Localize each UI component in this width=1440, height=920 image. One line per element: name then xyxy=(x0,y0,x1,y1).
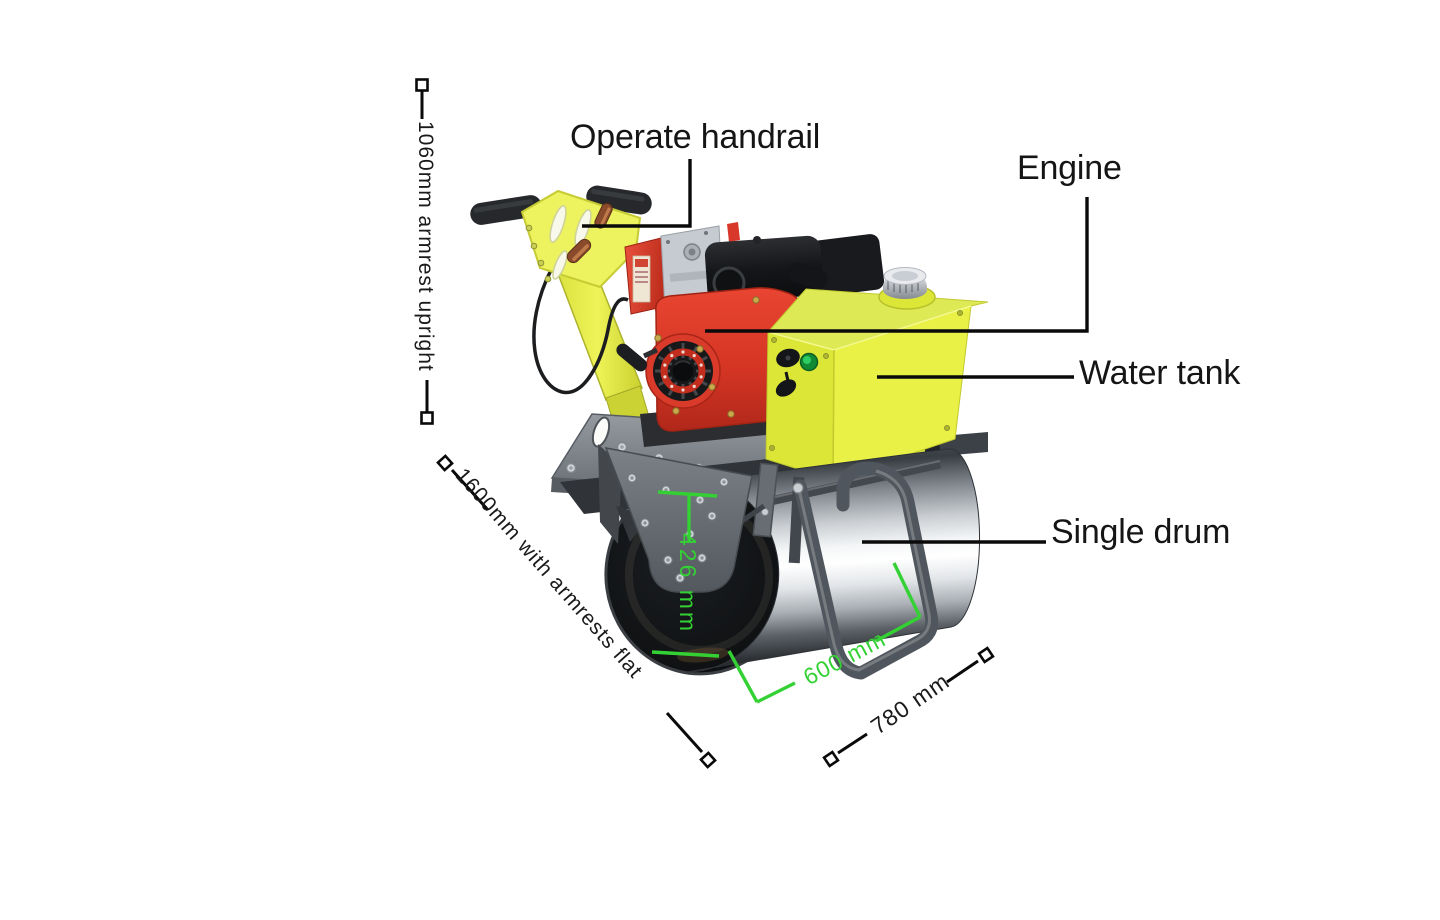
air-cleaner xyxy=(704,235,828,303)
dim-780-line-right xyxy=(946,659,979,684)
transport-frame xyxy=(788,461,939,680)
dimension-lines-green xyxy=(651,490,922,704)
throttle-lever xyxy=(594,202,613,229)
recoil-handle xyxy=(616,343,659,372)
dimension-armrest-upright: 1060mm armrest upright xyxy=(414,121,437,372)
dim-780-line-left xyxy=(837,732,868,755)
dim-426-tick-bottom xyxy=(651,650,720,658)
water-tank-box xyxy=(765,267,989,481)
ignition-switch xyxy=(776,348,800,368)
label-engine: Engine xyxy=(1017,149,1122,187)
choke-knob xyxy=(775,371,797,397)
engine-label-sticker xyxy=(632,255,651,303)
engine xyxy=(616,222,828,447)
leader-engine xyxy=(705,197,1089,333)
label-operate-handrail: Operate handrail xyxy=(570,118,821,156)
leader-operate-handrail xyxy=(582,159,692,228)
dimension-end-markers xyxy=(415,78,995,769)
label-water-tank: Water tank xyxy=(1079,354,1241,392)
dimension-drum-height: 426 mm xyxy=(675,533,701,635)
throttle-cable xyxy=(532,267,629,395)
label-single-drum: Single drum xyxy=(1051,513,1231,551)
dim-1600-line-bottom xyxy=(665,711,704,754)
clutch-lever xyxy=(566,238,592,264)
dimension-lines-black xyxy=(420,91,979,755)
dim-600-line-left xyxy=(756,681,796,704)
dim-600-tick-left xyxy=(727,650,759,703)
handle-assembly xyxy=(470,185,652,433)
cooling-fan xyxy=(645,333,721,409)
dim-1600-line-top xyxy=(450,468,490,512)
engine-screws xyxy=(654,296,760,418)
dim-600-line-right xyxy=(875,615,921,643)
tank-filler-cap xyxy=(878,267,936,310)
dim-600-tick-right xyxy=(892,562,922,618)
leader-lines xyxy=(582,159,1089,544)
drum-bracket xyxy=(598,444,753,593)
start-button xyxy=(799,352,819,372)
